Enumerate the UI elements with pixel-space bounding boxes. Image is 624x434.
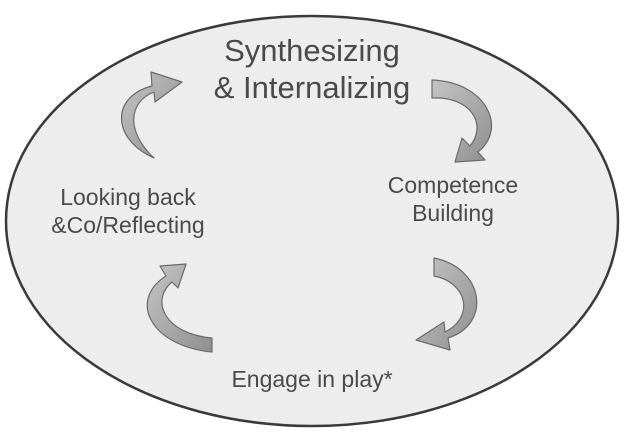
- arrow-bottom-to-left: [146, 263, 213, 353]
- arrow-bottom-to-left-body: [146, 263, 213, 353]
- arrow-top-to-right-body: [431, 79, 493, 163]
- stage-left-line1: Looking back: [60, 184, 196, 210]
- arrow-left-to-top: [120, 71, 183, 159]
- stage-top-label: Synthesizing & Internalizing: [152, 32, 472, 106]
- stage-bottom-line1: Engage in play*: [231, 366, 393, 392]
- stage-left-label: Looking back &Co/Reflecting: [14, 184, 242, 239]
- arrow-left-to-top-body: [120, 71, 183, 159]
- stage-left-line2: &Co/Reflecting: [51, 211, 205, 238]
- stage-top-line2: & Internalizing: [213, 70, 411, 106]
- stage-top-line1: Synthesizing: [224, 33, 400, 68]
- arrow-top-to-right: [431, 79, 493, 163]
- arrow-right-to-bottom: [415, 257, 478, 351]
- stage-right-line1: Competence: [387, 172, 519, 198]
- arrow-right-to-bottom-body: [415, 257, 478, 351]
- stage-right-label: Competence Building: [356, 172, 550, 227]
- stage-bottom-label: Engage in play*: [170, 366, 454, 394]
- stage-right-line2: Building: [412, 199, 494, 226]
